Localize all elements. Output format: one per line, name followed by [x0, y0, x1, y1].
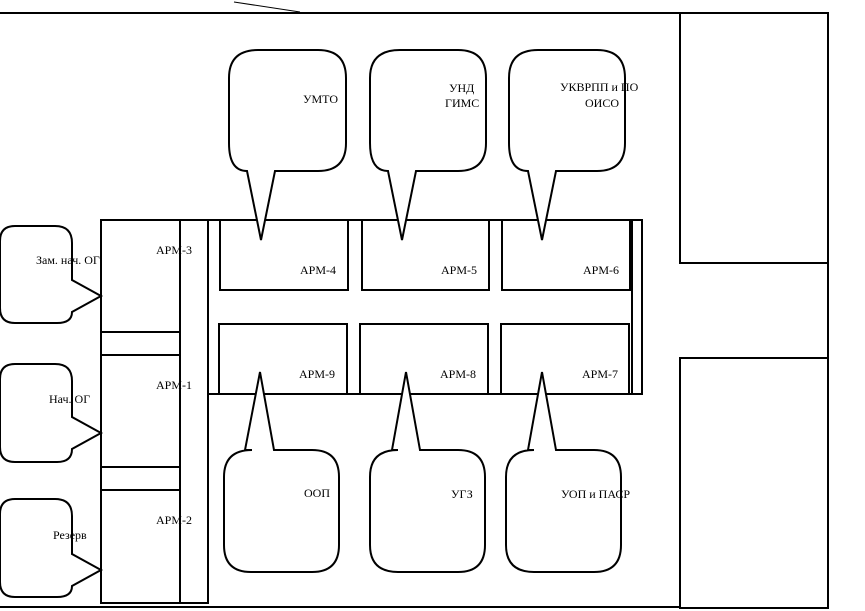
label-arm-4: АРМ-4: [300, 263, 336, 277]
callout-ukvrpp-label-1: УКВРПП и ПО: [560, 80, 639, 94]
callout-und-label-2: ГИМС: [445, 96, 479, 110]
label-arm-3: АРМ-3: [156, 243, 192, 257]
callout-uop-bubble: [505, 371, 622, 573]
label-arm-7: АРМ-7: [582, 367, 618, 381]
callout-und-label-1: УНД: [449, 81, 474, 95]
callout-ugz-label: УГЗ: [451, 487, 473, 501]
callout-nach-bubble: [0, 363, 104, 463]
callout-umto-label: УМТО: [303, 92, 338, 106]
right-cabinet-bottom: [679, 357, 829, 609]
left-desk-frame: [100, 219, 209, 604]
label-arm-1: АРМ-1: [156, 378, 192, 392]
callout-ukvrpp-bubble: [508, 49, 626, 241]
callout-und-bubble: [369, 49, 487, 241]
central-desk-frame: [207, 219, 643, 395]
desk-arm-7: [500, 323, 630, 395]
callout-zam-bubble: [0, 225, 104, 324]
label-arm-8: АРМ-8: [440, 367, 476, 381]
label-arm-9: АРМ-9: [299, 367, 335, 381]
callout-zam-label: Зам. нач. ОГ: [36, 253, 100, 267]
callout-uop-label: УОП и ПАСР: [561, 487, 630, 501]
label-arm-5: АРМ-5: [441, 263, 477, 277]
right-cabinet-top: [679, 12, 829, 264]
callout-ukvrpp-label-2: ОИСО: [585, 96, 619, 110]
callout-umto-bubble: [228, 49, 347, 241]
desk-arm-8: [359, 323, 489, 395]
callout-rezerv-bubble: [0, 498, 104, 598]
callout-oop-label: ООП: [304, 486, 330, 500]
desk-arm-5: [361, 219, 490, 291]
desk-arm-4: [219, 219, 349, 291]
door-line: [233, 1, 301, 13]
room-wall: [0, 12, 829, 608]
label-arm-6: АРМ-6: [583, 263, 619, 277]
callout-oop-bubble: [223, 371, 340, 573]
callout-nach-label: Нач. ОГ: [49, 392, 90, 406]
callout-rezerv-label: Резерв: [53, 528, 87, 542]
desk-arm-9: [218, 323, 348, 395]
desk-arm-6: [501, 219, 631, 291]
callout-ugz-bubble: [369, 371, 486, 573]
label-arm-2: АРМ-2: [156, 513, 192, 527]
